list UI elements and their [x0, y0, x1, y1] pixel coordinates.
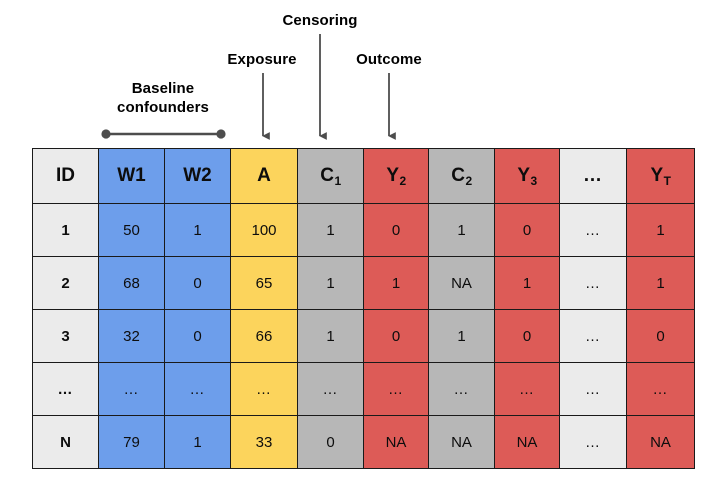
cell-: …: [559, 415, 627, 469]
annotation-layer: Censoring Exposure Outcome Baseline conf…: [0, 0, 724, 150]
cell-id: 2: [32, 256, 99, 310]
cell-: …: [559, 309, 627, 363]
cell-y2: 0: [363, 309, 429, 363]
cell-w2: 0: [164, 309, 231, 363]
annotation-label-censoring: Censoring: [282, 12, 358, 29]
cell-yt: …: [626, 362, 695, 416]
cell-w1: 50: [98, 203, 165, 257]
table-row: …………………………: [32, 362, 695, 416]
cell-a: 33: [230, 415, 298, 469]
column-header-y3[interactable]: Y3: [494, 148, 560, 204]
column-header-c2[interactable]: C2: [428, 148, 495, 204]
cell-c2: 1: [428, 309, 495, 363]
cell-y3: …: [494, 362, 560, 416]
column-header-w2[interactable]: W2: [164, 148, 231, 204]
cell-a: 100: [230, 203, 298, 257]
cell-w1: 32: [98, 309, 165, 363]
cell-y2: …: [363, 362, 429, 416]
cell-id: 3: [32, 309, 99, 363]
cell-: …: [559, 362, 627, 416]
column-header-c1[interactable]: C1: [297, 148, 364, 204]
cell-y2: 0: [363, 203, 429, 257]
cell-yt: NA: [626, 415, 695, 469]
baseline-label-line2: confounders: [117, 99, 209, 116]
cell-a: …: [230, 362, 298, 416]
cell-y3: NA: [494, 415, 560, 469]
cell-id: N: [32, 415, 99, 469]
cell-yt: 1: [626, 256, 695, 310]
baseline-span-dot-right: [216, 129, 226, 139]
annotation-label-outcome: Outcome: [356, 51, 422, 68]
baseline-label-line1: Baseline: [131, 80, 195, 97]
cell-y3: 0: [494, 309, 560, 363]
column-header-a[interactable]: A: [230, 148, 298, 204]
cell-c1: 0: [297, 415, 364, 469]
annotation-label-baseline-confounders: Baseline confounders: [117, 79, 209, 117]
column-header-[interactable]: …: [559, 148, 627, 204]
cell-id: 1: [32, 203, 99, 257]
cell-w2: 1: [164, 203, 231, 257]
cell-yt: 1: [626, 203, 695, 257]
cell-w2: 0: [164, 256, 231, 310]
cell-c2: NA: [428, 256, 495, 310]
cell-w1: 79: [98, 415, 165, 469]
cell-w2: …: [164, 362, 231, 416]
cell-c2: NA: [428, 415, 495, 469]
cell-c1: 1: [297, 256, 364, 310]
cell-y2: 1: [363, 256, 429, 310]
column-header-id[interactable]: ID: [32, 148, 99, 204]
cell-w1: …: [98, 362, 165, 416]
cell-a: 65: [230, 256, 298, 310]
cell-c1: 1: [297, 203, 364, 257]
cell-: …: [559, 256, 627, 310]
baseline-span-dot-left: [101, 129, 111, 139]
cell-: …: [559, 203, 627, 257]
column-header-w1[interactable]: W1: [98, 148, 165, 204]
cell-y3: 0: [494, 203, 560, 257]
cell-w2: 1: [164, 415, 231, 469]
cell-c2: 1: [428, 203, 495, 257]
column-header-y2[interactable]: Y2: [363, 148, 429, 204]
cell-c2: …: [428, 362, 495, 416]
annotation-connectors: [101, 34, 396, 140]
cell-c1: 1: [297, 309, 364, 363]
cell-yt: 0: [626, 309, 695, 363]
cell-a: 66: [230, 309, 298, 363]
cell-y2: NA: [363, 415, 429, 469]
cell-w1: 68: [98, 256, 165, 310]
cell-y3: 1: [494, 256, 560, 310]
cell-c1: …: [297, 362, 364, 416]
annotation-label-exposure: Exposure: [227, 51, 297, 68]
cell-id: …: [32, 362, 99, 416]
column-header-yt[interactable]: YT: [626, 148, 695, 204]
